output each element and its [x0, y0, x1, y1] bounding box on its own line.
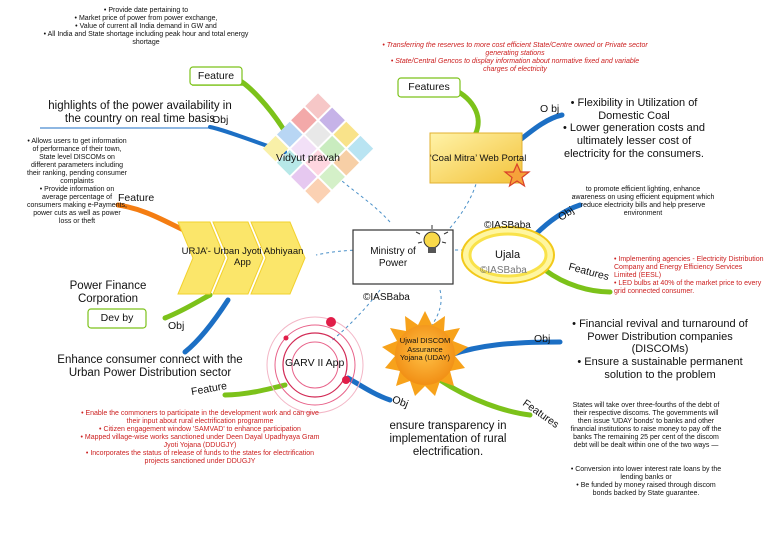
- urja-obj-text: Enhance consumer connect with the Urban …: [57, 354, 243, 380]
- coal-features-item: Transferring the reserves to more cost e…: [380, 42, 650, 58]
- coal-title: ‘Coal Mitra’ Web Portal: [429, 153, 527, 164]
- vidyut-feature-box: [189, 66, 243, 86]
- coal-obj-item: Flexibility in Utilization of Domestic C…: [560, 97, 708, 122]
- coal-obj-branch: [517, 112, 565, 143]
- urja-feature-list: Allows users to get information of perfo…: [27, 138, 127, 227]
- coal-features-item: State/Central Gencos to display informat…: [380, 58, 650, 74]
- coal-obj-label: O bj: [540, 103, 560, 115]
- urja-dev-label: Dev by: [100, 312, 134, 324]
- vidyut-obj-label: Obj: [212, 114, 229, 126]
- uday-title: Ujwal DISCOM Assurance Yojana (UDAY): [399, 336, 451, 363]
- vidyut-obj-text: highlights of the power availability in …: [48, 100, 232, 126]
- vidyut-feature-item: All India and State shortage including p…: [30, 31, 262, 47]
- vidyut-title: Vidyut pravah: [276, 152, 341, 164]
- ujala-title: Ujala: [495, 249, 521, 261]
- urja-obj-label: Obj: [168, 320, 185, 332]
- ujala-watermark-top: ©IASBaba: [484, 220, 531, 231]
- ujala-features-item: LED bulbs at 40% of the market price to …: [614, 280, 764, 296]
- garv-feature-branch: [222, 382, 288, 398]
- center-watermark: ©IASBaba: [363, 292, 410, 303]
- urja-dev-text: Power Finance Corporation: [69, 280, 147, 306]
- vidyut-feature-list: Provide date pertaining to Market price …: [30, 7, 262, 47]
- ujala-watermark-bottom: ©IASBaba: [480, 265, 527, 276]
- vidyut-feature-label: Feature: [197, 70, 235, 82]
- coal-obj-item: Lower generation costs and ultimately le…: [560, 122, 708, 160]
- ujala-features-item: Implementing agencies - Electricity Dist…: [614, 256, 764, 280]
- ujala-obj-branch: [532, 202, 583, 238]
- vidyut-feature-item: Value of current all India demand in GW …: [30, 23, 262, 31]
- ujala-features-branch: [542, 267, 613, 295]
- center-title: Ministry of Power: [370, 246, 416, 269]
- uday-features-item: Be funded by money raised through discom…: [566, 482, 726, 498]
- urja-title: URJA’- Urban Jyoti Abhiyaan App: [181, 246, 304, 268]
- garv-feature-item: Mapped village-wise works sanctioned und…: [80, 434, 320, 450]
- urja-dev-branch: [162, 292, 213, 321]
- urja-feature-label: Feature: [118, 192, 155, 204]
- uday-features-intro: States will take over three-fourths of t…: [570, 402, 722, 450]
- coal-features-label: Features: [408, 81, 450, 93]
- ujala-sun-icon: [461, 226, 555, 284]
- uday-features-item: Conversion into lower interest rate loan…: [566, 466, 726, 482]
- garv-obj-branch: [345, 375, 393, 403]
- uday-obj-item: Financial revival and turnaround of Powe…: [560, 318, 760, 356]
- lightbulb-icon: [415, 225, 449, 253]
- coal-star-icon: [503, 162, 531, 188]
- urja-obj-branch: [182, 297, 231, 355]
- garv-feature-item: Citizen engagement window 'SAMVAD' to en…: [80, 426, 320, 434]
- coal-box: [429, 132, 523, 184]
- urja-arrow-shape: [177, 221, 306, 295]
- garv-feature-item: Incorporates the status of release of fu…: [80, 450, 320, 466]
- uday-sun-icon: [382, 311, 468, 396]
- urja-dev-box: [87, 308, 147, 329]
- uday-obj-label: Obj: [534, 333, 551, 345]
- coal-obj-list: Flexibility in Utilization of Domestic C…: [560, 97, 708, 160]
- garv-circles-icon: [266, 316, 364, 414]
- urja-feature-item: Allows users to get information of perfo…: [27, 138, 127, 186]
- ujala-features-list: Implementing agencies - Electricity Dist…: [614, 256, 764, 296]
- garv-feature-item: Enable the commoners to participate in t…: [80, 410, 320, 426]
- uday-features-list: Conversion into lower interest rate loan…: [566, 466, 726, 498]
- coal-features-box: [397, 77, 461, 98]
- vidyut-feature-item: Provide date pertaining to: [30, 7, 262, 15]
- garv-obj-text: ensure transparency in implementation of…: [389, 420, 507, 459]
- uday-obj-item: Ensure a sustainable permanent solution …: [560, 356, 760, 381]
- vidyut-feature-item: Market price of power from power exchang…: [30, 15, 262, 23]
- uday-obj-list: Financial revival and turnaround of Powe…: [560, 318, 760, 381]
- garv-title: GARV II App: [285, 357, 345, 369]
- vidyut-mosaic-icon: [262, 93, 374, 204]
- coal-features-list: Transferring the reserves to more cost e…: [380, 42, 650, 74]
- uday-features-branch: [437, 377, 533, 418]
- ujala-obj-text: to promote efficient lighting, enhance a…: [571, 186, 715, 218]
- urja-feature-item: Provide information on average percentag…: [27, 186, 127, 226]
- garv-feature-list: Enable the commoners to participate in t…: [80, 410, 320, 466]
